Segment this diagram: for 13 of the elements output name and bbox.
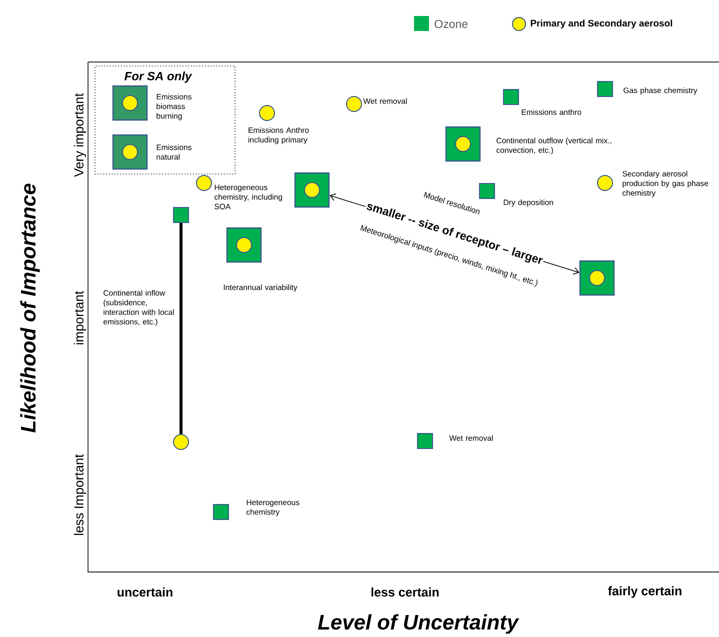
connector-line (180, 223, 182, 434)
axis-tick-label: important (74, 291, 86, 344)
axis-tick-label: less Important (74, 454, 86, 535)
axis-title: Likelihood of Importance (20, 184, 40, 432)
axis-tick-label: uncertain (118, 587, 172, 597)
axis-tick-label: fairly certain (608, 586, 682, 598)
axis-title: Level of Uncertainty (318, 614, 520, 634)
axis-tick-label: Very important (74, 93, 86, 177)
square-marker (173, 207, 189, 223)
circle-marker (173, 434, 189, 450)
legend-label: Ozone (434, 20, 468, 28)
axis-tick-label: less certain (372, 587, 439, 597)
legend-label: Primary and Secondary aerosol (530, 20, 672, 28)
